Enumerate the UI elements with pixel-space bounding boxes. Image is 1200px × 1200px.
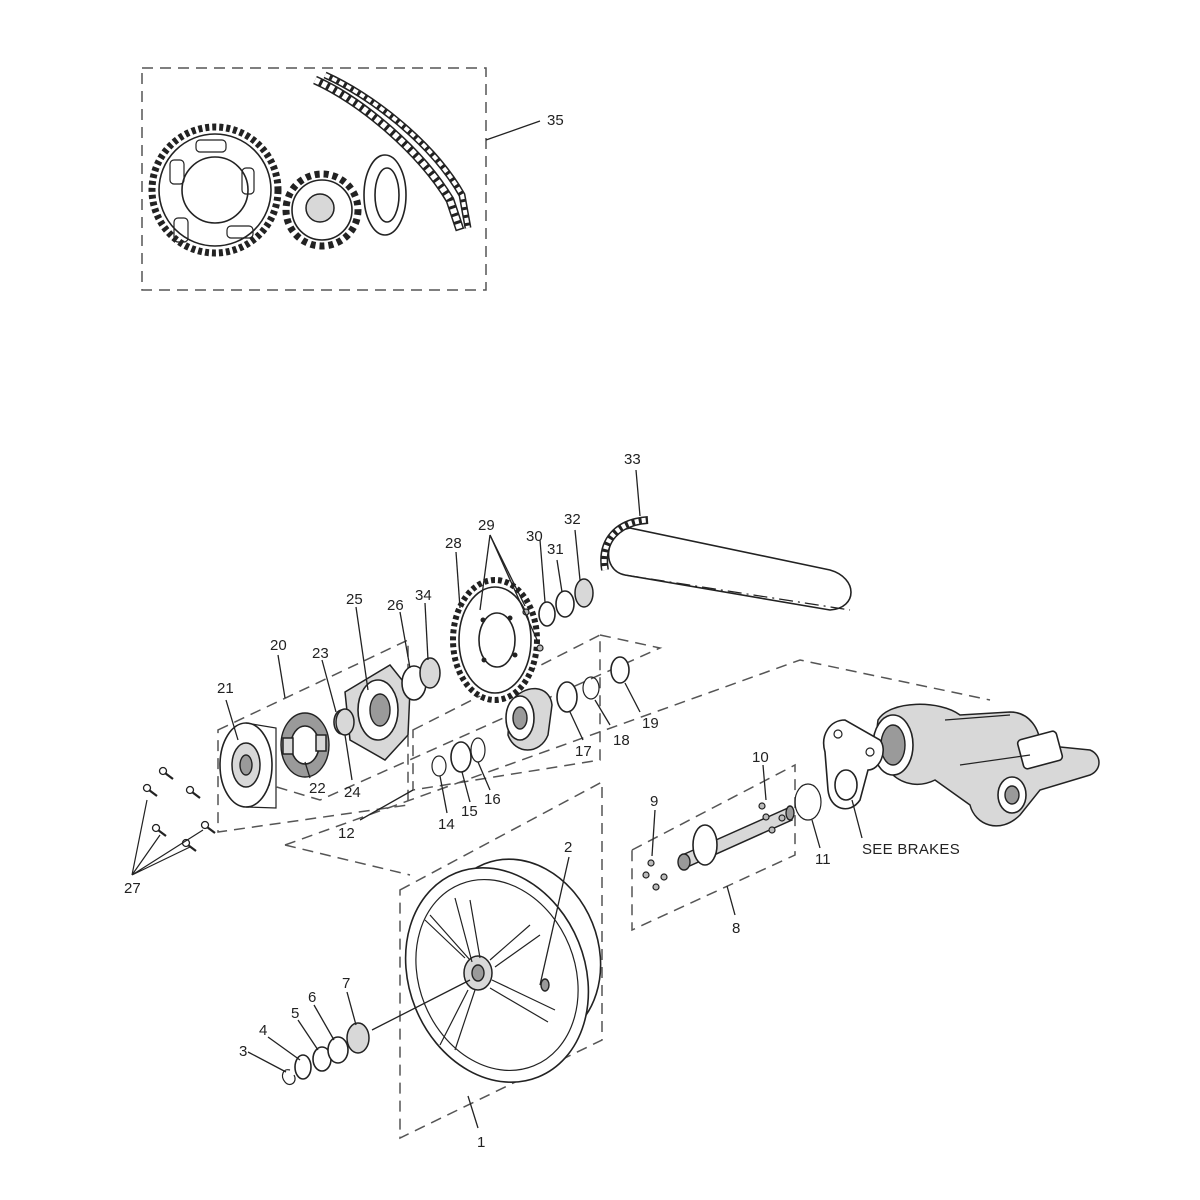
label-20: 20	[270, 637, 287, 654]
cush-drive-box	[217, 638, 409, 833]
wheel-plane-outline	[284, 844, 411, 876]
label-3: 3	[239, 1043, 247, 1060]
part-27-bolts	[131, 766, 217, 876]
drive-chain	[313, 71, 472, 232]
label-33: 33	[624, 451, 641, 468]
label-24: 24	[344, 784, 361, 801]
part-22-cush-rubbers	[280, 712, 330, 778]
part-6-bearing	[327, 1036, 349, 1064]
label-6: 6	[308, 989, 316, 1006]
part-17-bearing	[556, 681, 578, 713]
label-32: 32	[564, 511, 581, 528]
rear-wheel	[371, 858, 602, 1083]
label-21: 21	[217, 680, 234, 697]
label-17: 17	[575, 743, 592, 760]
leader-lines	[225, 529, 641, 1073]
label-35: 35	[547, 112, 564, 129]
label-30: 30	[526, 528, 543, 545]
part-16-circlip	[470, 737, 486, 763]
see-brakes-note: SEE BRAKES	[862, 841, 960, 858]
label-26: 26	[387, 597, 404, 614]
label-11: 11	[815, 851, 831, 868]
label-27: 27	[124, 880, 141, 897]
label-23: 23	[312, 645, 329, 662]
chain-kit-group	[141, 67, 541, 291]
part-7-seal	[346, 1022, 370, 1054]
label-8: 8	[732, 920, 740, 937]
label-28: 28	[445, 535, 462, 552]
label-15: 15	[461, 803, 478, 820]
label-2: 2	[564, 839, 572, 856]
part-15-bearing	[450, 741, 472, 773]
label-25: 25	[346, 591, 363, 608]
label-12: 12	[338, 825, 355, 842]
label-22: 22	[309, 780, 326, 797]
label-5: 5	[291, 1005, 299, 1022]
part-19-circlip	[610, 656, 630, 684]
part-hub-drum	[505, 687, 553, 751]
label-19: 19	[642, 715, 659, 732]
bearing-group-box	[412, 633, 601, 791]
sprocket-washer	[363, 154, 407, 236]
label-7: 7	[342, 975, 350, 992]
part-34-spacer	[419, 657, 441, 689]
label-31: 31	[547, 541, 564, 558]
label-4: 4	[259, 1022, 267, 1039]
part-25-sprocket-carrier	[344, 664, 411, 761]
part-31-bearing	[555, 590, 575, 618]
part-30-seal	[538, 601, 556, 627]
label-9: 9	[650, 793, 658, 810]
hub-plane-outline	[219, 634, 663, 801]
chain-kit-box	[141, 67, 487, 291]
label-29: 29	[478, 517, 495, 534]
part-28-sprocket	[450, 577, 540, 703]
swingarm	[872, 703, 1100, 827]
chain-guard	[600, 469, 852, 611]
label-14: 14	[438, 816, 455, 833]
caliper-carrier	[823, 719, 884, 839]
part-32-spacer	[574, 578, 594, 608]
label-10: 10	[752, 749, 769, 766]
label-16: 16	[484, 791, 501, 808]
part-8-axle	[642, 802, 795, 891]
axle-box	[631, 763, 796, 932]
wheel-box	[399, 780, 603, 1140]
rear-sprocket	[148, 123, 282, 257]
part-18-oring	[582, 676, 600, 700]
part-4-bearing	[294, 1054, 312, 1080]
part-14-oring	[431, 755, 447, 777]
part-24-spacer	[335, 708, 355, 736]
part-11-oring	[794, 783, 822, 821]
part-3-circlip	[281, 1069, 296, 1086]
part-21-cush-plate	[219, 722, 277, 809]
label-34: 34	[415, 587, 432, 604]
label-18: 18	[613, 732, 630, 749]
swingarm-plane-outline	[284, 659, 991, 846]
front-sprocket	[282, 170, 362, 250]
label-1: 1	[477, 1134, 485, 1151]
callout-labels: 35 33 32 31 30 29 28 25 26 34 20 23 21 1…	[124, 112, 960, 1151]
